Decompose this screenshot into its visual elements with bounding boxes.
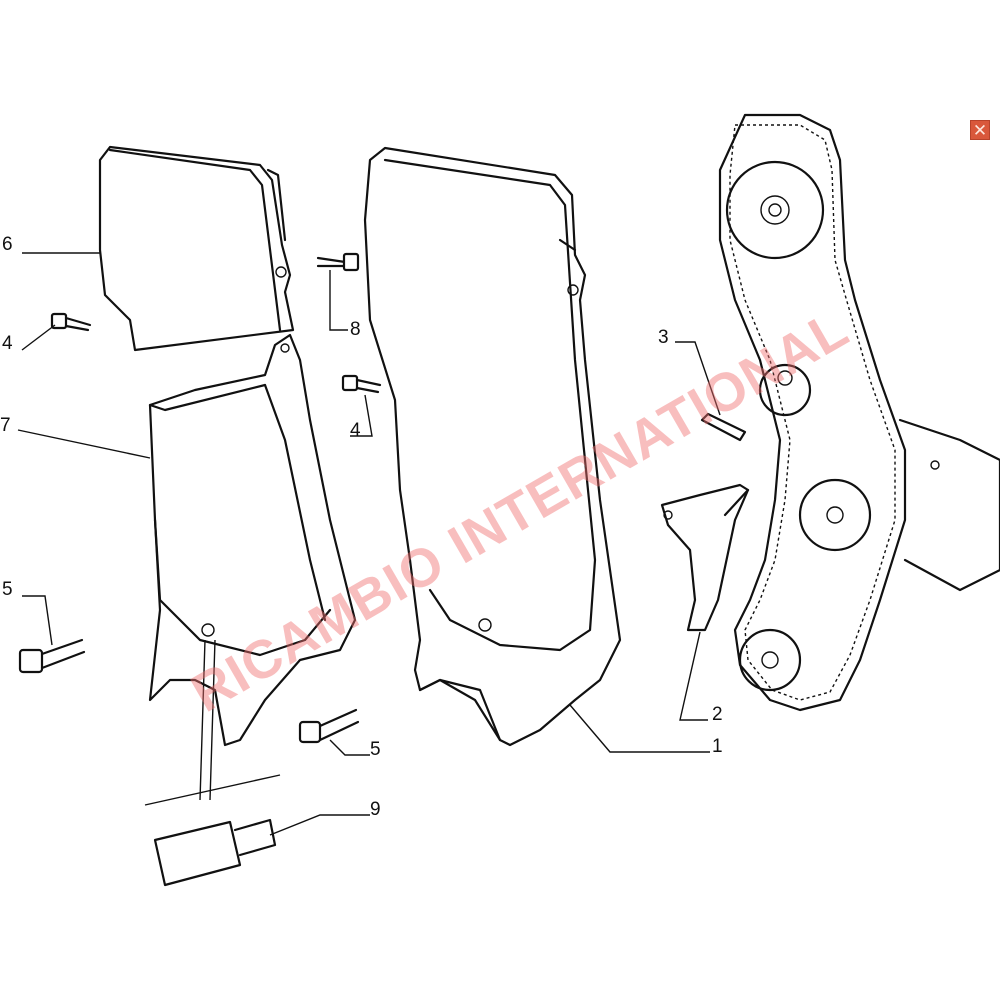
- callout-label: 5: [370, 739, 381, 760]
- callout-label: 8: [350, 319, 361, 340]
- callout-label: 6: [2, 234, 13, 255]
- callout-label: 2: [712, 704, 723, 725]
- part-6-upper-cover: [98, 145, 295, 352]
- part-1-main-cover: [363, 146, 622, 747]
- callout-label: 4: [350, 420, 361, 441]
- part-7-lower-cover: [148, 333, 357, 747]
- close-icon[interactable]: ✕: [970, 120, 990, 140]
- part-2-bracket: [660, 483, 750, 632]
- bolts: [18, 252, 382, 887]
- callout-label: 3: [658, 327, 669, 348]
- leader-lines: [17, 252, 721, 836]
- callout-label: 5: [2, 579, 13, 600]
- timing-belt-assembly: [718, 113, 1000, 712]
- callout-label: 9: [370, 799, 381, 820]
- callout-label: 7: [0, 415, 11, 436]
- callout-label: 4: [2, 333, 13, 354]
- callout-label: 1: [712, 736, 723, 757]
- part-3-pin: [700, 412, 747, 442]
